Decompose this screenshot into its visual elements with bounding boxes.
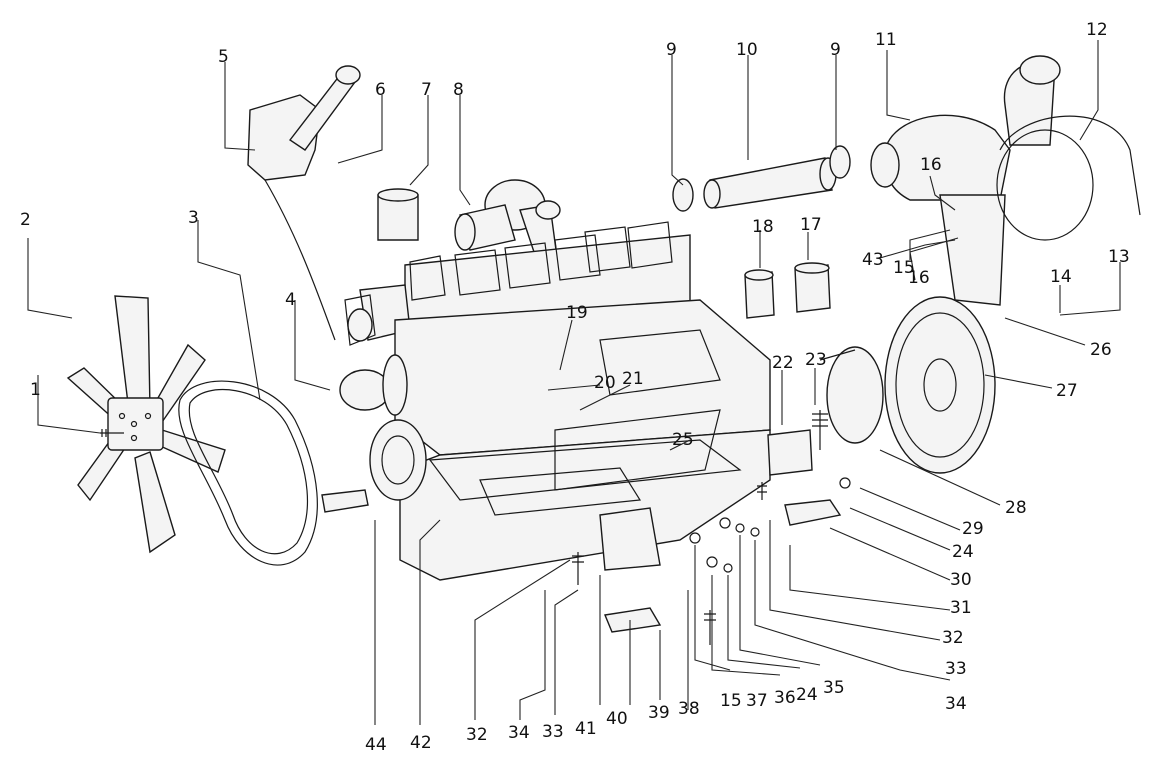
water-pump <box>321 294 427 513</box>
label-35: 35 <box>823 678 845 698</box>
label-3: 3 <box>188 208 199 228</box>
leader-lines <box>27 40 1121 725</box>
label-4: 4 <box>285 290 296 310</box>
label-19: 19 <box>566 303 588 323</box>
intake-hose <box>672 145 851 212</box>
label-12: 12 <box>1086 20 1108 40</box>
throttle-lever <box>247 65 361 341</box>
label-28: 28 <box>1005 498 1027 518</box>
label-39: 39 <box>648 703 670 723</box>
fan <box>66 295 226 554</box>
label-5: 5 <box>218 47 229 67</box>
label-2: 2 <box>20 210 31 230</box>
label-15b: 15 <box>720 691 742 711</box>
label-24a: 24 <box>952 542 974 562</box>
label-16b: 16 <box>908 268 930 288</box>
label-34a: 34 <box>945 694 967 714</box>
label-22: 22 <box>772 353 794 373</box>
label-26: 26 <box>1090 340 1112 360</box>
label-33b: 33 <box>542 722 564 742</box>
label-10: 10 <box>736 40 758 60</box>
fan-bolt <box>100 429 124 437</box>
label-15a: 15 <box>893 258 915 278</box>
v-belt <box>178 380 318 566</box>
label-44: 44 <box>365 735 387 755</box>
label-34b: 34 <box>508 723 530 743</box>
label-9b: 9 <box>830 40 841 60</box>
label-42: 42 <box>410 733 432 753</box>
label-9a: 9 <box>666 40 677 60</box>
label-23: 23 <box>805 350 827 370</box>
label-13: 13 <box>1108 247 1130 267</box>
label-33a: 33 <box>945 659 967 679</box>
filter-17 <box>794 262 831 313</box>
filter-7 <box>377 188 419 241</box>
label-31: 31 <box>950 598 972 618</box>
label-29: 29 <box>962 519 984 539</box>
mount-bolts <box>572 410 851 645</box>
label-37: 37 <box>746 691 768 711</box>
label-18: 18 <box>752 217 774 237</box>
filter-18 <box>744 269 775 319</box>
label-14: 14 <box>1050 267 1072 287</box>
label-6: 6 <box>375 80 386 100</box>
flywheel-hub <box>819 346 884 444</box>
label-32a: 32 <box>942 628 964 648</box>
label-1: 1 <box>30 380 41 400</box>
label-30: 30 <box>950 570 972 590</box>
label-40: 40 <box>606 709 628 729</box>
label-21: 21 <box>622 369 644 389</box>
label-17: 17 <box>800 215 822 235</box>
label-32b: 32 <box>466 725 488 745</box>
label-25: 25 <box>672 430 694 450</box>
engine-block <box>359 221 771 581</box>
label-7: 7 <box>421 80 432 100</box>
label-8: 8 <box>453 80 464 100</box>
air-cleaner <box>870 55 1061 306</box>
label-27: 27 <box>1056 381 1078 401</box>
label-24b: 24 <box>796 685 818 705</box>
label-36: 36 <box>774 688 796 708</box>
flywheel <box>884 296 996 474</box>
label-43: 43 <box>862 250 884 270</box>
label-11: 11 <box>875 30 897 50</box>
label-41: 41 <box>575 719 597 739</box>
engine-mount-rear <box>599 429 842 633</box>
label-20: 20 <box>594 373 616 393</box>
label-16a: 16 <box>920 155 942 175</box>
part-labels: 1 2 3 4 5 6 7 8 9 10 9 11 12 13 14 16 43… <box>20 20 1130 755</box>
clamp-strap <box>996 115 1141 241</box>
label-38: 38 <box>678 699 700 719</box>
